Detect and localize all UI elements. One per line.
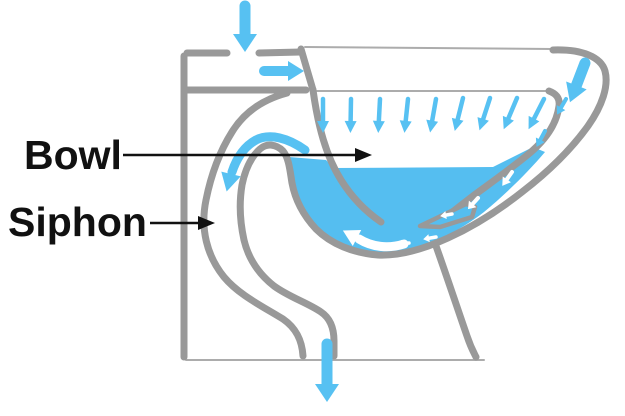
basin-and-trap-inner-wall: [236, 46, 610, 360]
water-pool: [289, 147, 545, 254]
channel-flow-arrow-lower: [467, 196, 480, 210]
bowl-label: Bowl: [24, 132, 122, 178]
tank-slant-wall: [297, 45, 317, 94]
bowl-inner-left-wall: [309, 86, 385, 226]
rim-flow-arrow: [259, 61, 304, 81]
rain-arrow: [317, 96, 329, 133]
siphon-annotation: Siphon: [8, 199, 215, 245]
channel-small-arrow-upper: [556, 97, 568, 115]
rain-arrow: [399, 96, 412, 133]
channel-flow-arrow-upper: [502, 170, 514, 186]
rim-rain-arrows: [317, 95, 547, 133]
bowl-pointer-arrowhead: [355, 148, 372, 162]
rain-arrow: [372, 96, 385, 133]
water: [289, 147, 545, 254]
bowl-annotation: Bowl: [24, 132, 372, 178]
rain-arrow: [344, 96, 357, 133]
rain-arrow: [451, 95, 466, 131]
annotations: Bowl Siphon: [8, 132, 372, 245]
rim-top-line: [304, 46, 554, 50]
tank-top-right-segment: [255, 48, 305, 57]
siphon-pointer-arrowhead: [198, 216, 215, 230]
rain-arrow: [426, 96, 439, 133]
outlet-arrow: [315, 338, 339, 402]
jet-flow-arrow-in-flap: [440, 211, 454, 219]
siphon-outer-wall: [200, 89, 307, 360]
jet-channel-inner-wall: [446, 87, 563, 218]
jet-channel-inlet-arrow: [566, 57, 591, 103]
jet-flow-arrow-mid: [423, 234, 438, 243]
rain-arrow: [502, 95, 520, 130]
siphon-overflow-arrow: [221, 132, 310, 192]
rain-arrow: [477, 95, 493, 131]
pedestal-leg: [432, 242, 480, 361]
thin-outline-lines: [185, 46, 554, 361]
blue-flow-arrows: [221, 0, 591, 402]
water-flow-arrows: [342, 170, 514, 252]
jet-flow-arrow-left: [396, 239, 411, 248]
channel-small-arrow-lower: [535, 129, 547, 147]
flush-inlet-arrow: [233, 0, 257, 52]
siphon-label: Siphon: [8, 199, 147, 245]
rain-arrow: [528, 96, 547, 130]
